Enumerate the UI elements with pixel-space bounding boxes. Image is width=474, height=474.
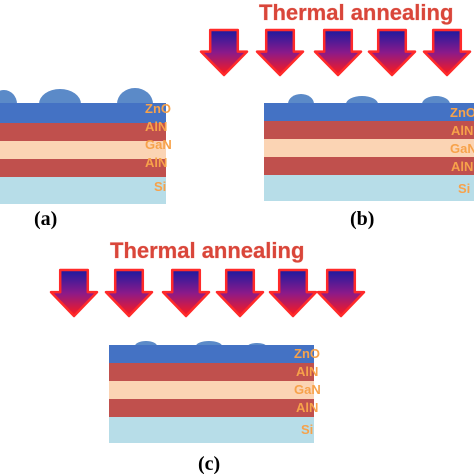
down-arrow-icon bbox=[268, 268, 318, 318]
arrows-b bbox=[199, 28, 472, 77]
zno-layer bbox=[109, 345, 314, 363]
layer-label-si: Si bbox=[301, 422, 313, 437]
down-arrow-icon bbox=[367, 28, 417, 77]
panel-c-stack bbox=[109, 341, 314, 443]
arrows-c bbox=[49, 268, 366, 318]
layer-label-aln: AlN bbox=[145, 155, 167, 170]
panel-label-c: (c) bbox=[198, 453, 220, 474]
layer-label-gan: GaN bbox=[450, 141, 474, 156]
layer-label-zno: ZnO bbox=[294, 346, 320, 361]
layer-label-aln: AlN bbox=[145, 119, 167, 134]
layer-label-aln: AlN bbox=[296, 364, 318, 379]
aln-layer bbox=[0, 159, 166, 177]
zno-layer bbox=[0, 103, 166, 123]
panel-b-stack bbox=[264, 94, 474, 201]
layer-label-aln: AlN bbox=[451, 159, 473, 174]
aln-layer bbox=[109, 399, 314, 417]
down-arrow-icon bbox=[316, 268, 366, 318]
aln-layer bbox=[264, 121, 474, 139]
layer-label-gan: GaN bbox=[294, 382, 321, 397]
down-arrow-icon bbox=[49, 268, 99, 318]
down-arrow-icon bbox=[161, 268, 211, 318]
layer-label-si: Si bbox=[154, 179, 166, 194]
down-arrow-icon bbox=[255, 28, 305, 77]
panel-a-labels: ZnO AlN GaN AlN Si bbox=[145, 101, 172, 194]
si-substrate bbox=[264, 175, 474, 201]
layer-label-si: Si bbox=[458, 181, 470, 196]
layer-label-zno: ZnO bbox=[145, 101, 171, 116]
panel-label-a: (a) bbox=[34, 208, 57, 230]
panel-c: Thermal annealing ZnO AlN GaN AlN Si (c) bbox=[49, 238, 366, 474]
si-substrate bbox=[109, 417, 314, 443]
down-arrow-icon bbox=[199, 28, 249, 77]
layer-label-aln: AlN bbox=[451, 123, 473, 138]
gan-layer bbox=[264, 139, 474, 157]
zno-layer bbox=[264, 103, 474, 121]
aln-layer bbox=[109, 363, 314, 381]
layer-label-aln: AlN bbox=[296, 400, 318, 415]
panel-label-b: (b) bbox=[350, 208, 374, 230]
down-arrow-icon bbox=[215, 268, 265, 318]
down-arrow-icon bbox=[422, 28, 472, 77]
panel-b: Thermal annealing ZnO AlN GaN AlN Si (b) bbox=[199, 0, 474, 230]
panel-a-stack bbox=[0, 88, 166, 204]
down-arrow-icon bbox=[104, 268, 154, 318]
heading-c: Thermal annealing bbox=[110, 238, 304, 263]
aln-layer bbox=[264, 157, 474, 175]
gan-layer bbox=[109, 381, 314, 399]
si-substrate bbox=[0, 177, 166, 204]
heading-b: Thermal annealing bbox=[259, 0, 453, 25]
panel-b-labels: ZnO AlN GaN AlN Si bbox=[450, 105, 474, 196]
gan-layer bbox=[0, 141, 166, 159]
down-arrow-icon bbox=[313, 28, 363, 77]
aln-layer bbox=[0, 123, 166, 141]
layer-label-gan: GaN bbox=[145, 137, 172, 152]
panel-a: ZnO AlN GaN AlN Si (a) bbox=[0, 88, 172, 230]
panel-c-labels: ZnO AlN GaN AlN Si bbox=[294, 346, 321, 437]
layer-label-zno: ZnO bbox=[450, 105, 474, 120]
